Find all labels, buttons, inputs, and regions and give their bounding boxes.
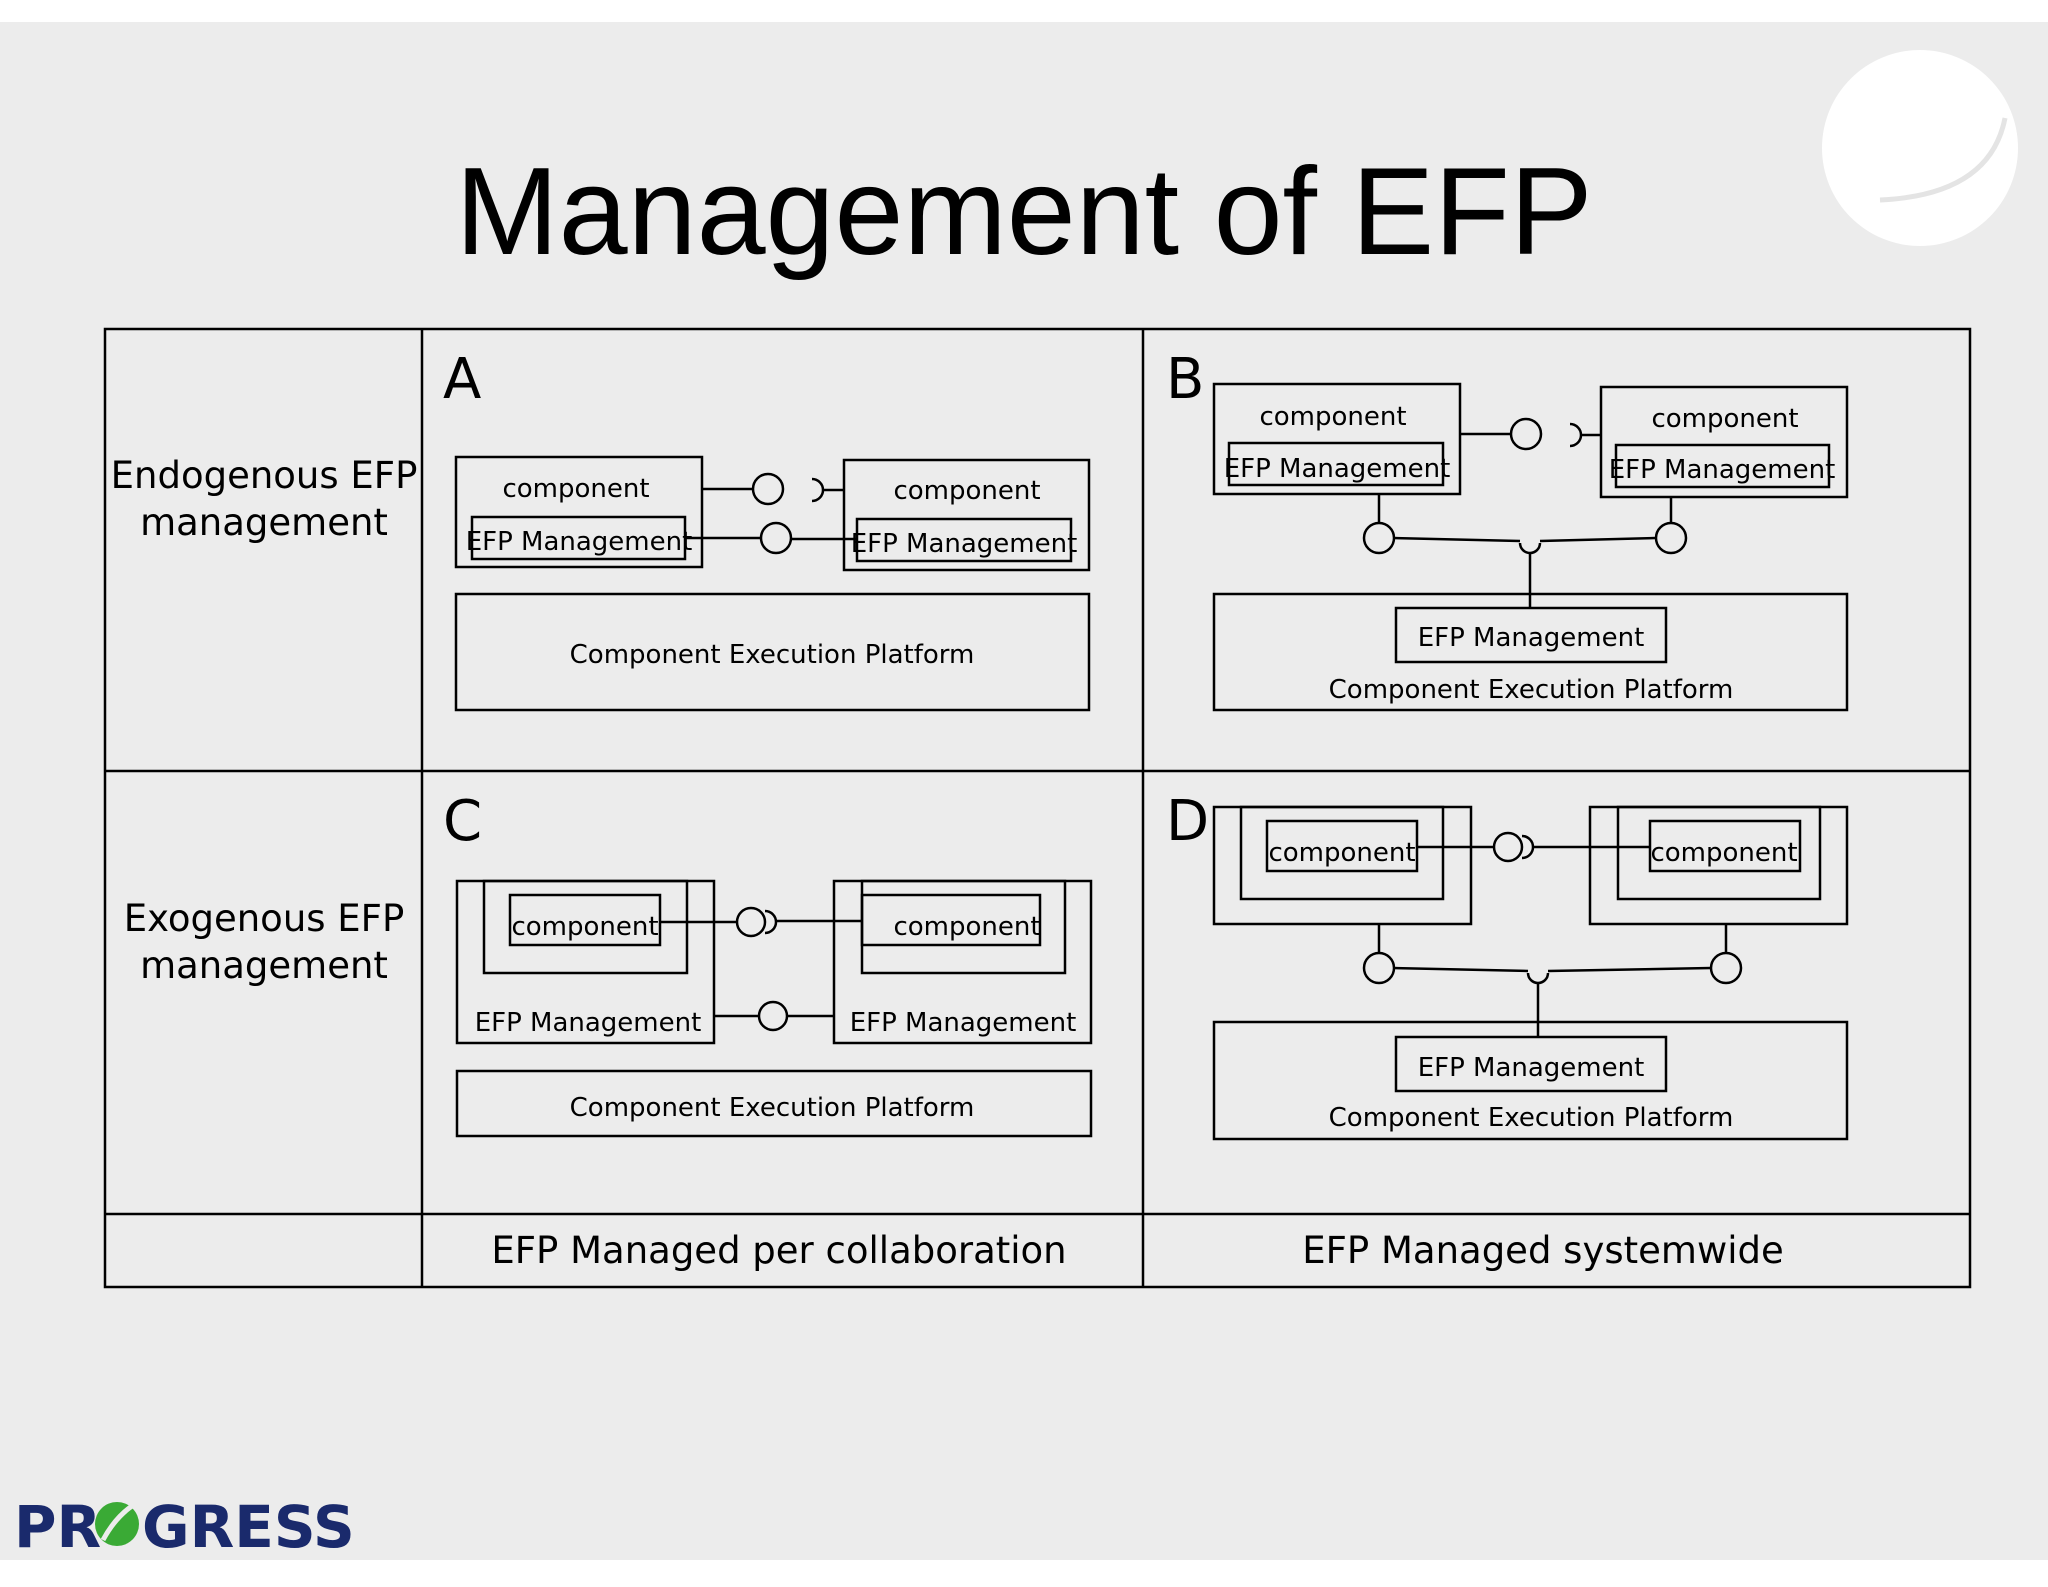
decorative-circle-icon <box>1822 50 2018 246</box>
panel-b-letter: B <box>1166 347 1204 412</box>
panel-a-diagram <box>454 455 1091 712</box>
panel-d-letter: D <box>1166 789 1209 854</box>
panel-a-efp-left: EFP Management <box>466 527 693 557</box>
panel-c-component-right: component <box>893 912 1040 942</box>
row-header-exogenous-line2: management <box>140 944 388 987</box>
panel-b-diagram <box>1212 382 1849 712</box>
panel-c-efp-right: EFP Management <box>850 1008 1077 1038</box>
logo-text-pre: PR <box>14 1493 101 1561</box>
panel-d-component-left: component <box>1268 838 1415 868</box>
row-header-endogenous-line2: management <box>140 501 388 544</box>
logo-leaf-icon <box>95 1497 144 1546</box>
matrix-table <box>103 327 1972 1289</box>
panel-b-efp-platform: EFP Management <box>1418 623 1645 653</box>
panel-a-component-right: component <box>893 476 1040 506</box>
column-footer-systemwide: EFP Managed systemwide <box>1302 1229 1784 1272</box>
row-header-endogenous-line1: Endogenous EFP <box>111 454 418 497</box>
panel-b-platform: Component Execution Platform <box>1329 675 1734 705</box>
panel-d-diagram <box>1212 805 1849 1141</box>
panel-b-component-left: component <box>1259 402 1406 432</box>
slide-title: Management of EFP <box>455 143 1592 281</box>
column-footer-per-collaboration: EFP Managed per collaboration <box>491 1229 1066 1272</box>
panel-d-efp-platform: EFP Management <box>1418 1053 1645 1083</box>
panel-c-platform: Component Execution Platform <box>570 1093 975 1123</box>
row-header-exogenous-line1: Exogenous EFP <box>124 897 405 940</box>
slide-background <box>0 22 2048 1560</box>
panel-c-component-left: component <box>511 912 658 942</box>
panel-a-letter: A <box>443 347 481 412</box>
panel-a-component-left: component <box>502 474 649 504</box>
logo-text-post: GRESS <box>142 1493 355 1561</box>
panel-c-letter: C <box>443 789 482 854</box>
panel-c-efp-left: EFP Management <box>475 1008 702 1038</box>
panel-b-component-right: component <box>1651 404 1798 434</box>
panel-d-component-right: component <box>1650 838 1797 868</box>
panel-d-platform: Component Execution Platform <box>1329 1103 1734 1133</box>
panel-a-efp-right: EFP Management <box>851 529 1078 559</box>
panel-b-efp-right: EFP Management <box>1609 455 1836 485</box>
panel-b-efp-left: EFP Management <box>1224 454 1451 484</box>
panel-a-platform: Component Execution Platform <box>570 640 975 670</box>
progress-logo: PR GRESS <box>14 1493 355 1561</box>
panel-c-diagram <box>455 879 1093 1138</box>
